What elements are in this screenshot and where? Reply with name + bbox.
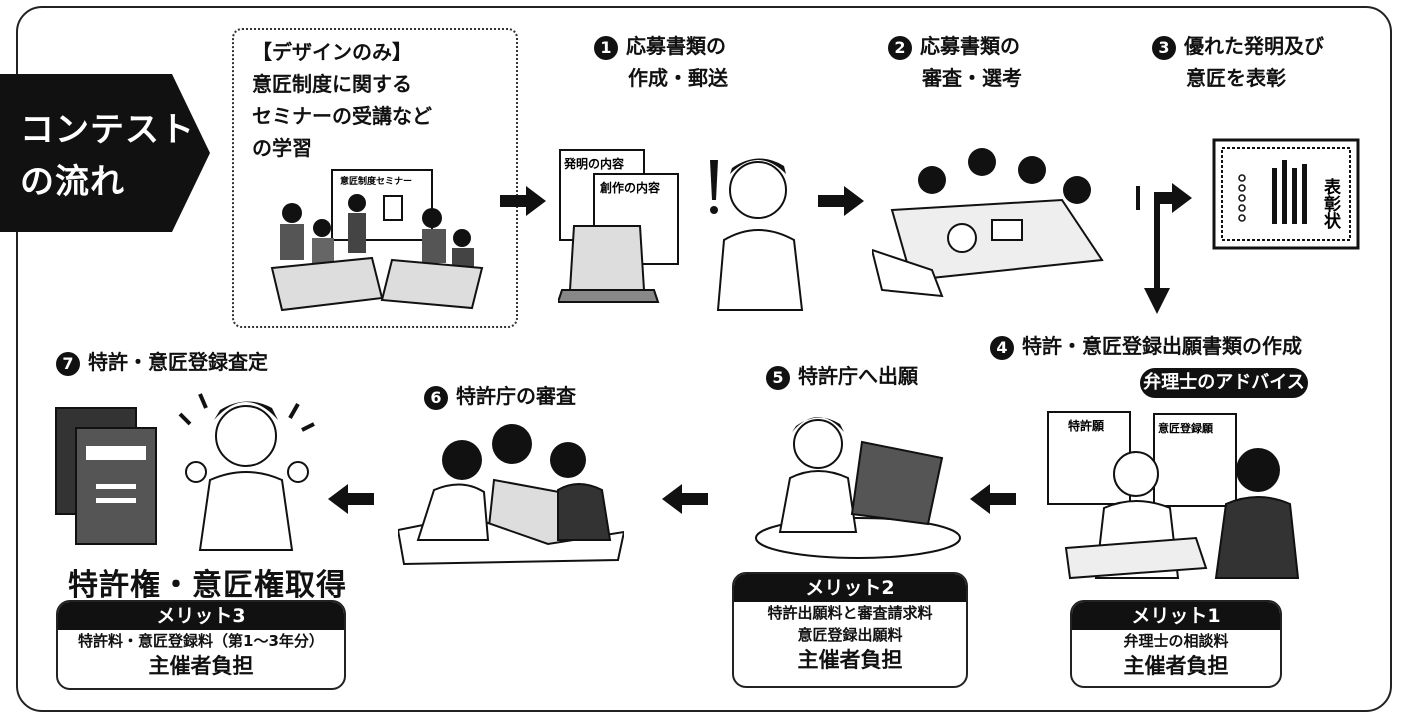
flow-label: コンテスト の流れ [20,104,195,208]
step-4-illustration: 特許願 意匠登録願 [1047,411,1300,580]
merit-3-bearer: 主催者負担 [148,654,254,678]
step-2-number: 2 [888,35,912,60]
step-2: 2 応募書類の 審査・選考 [888,30,1022,94]
arrow-left-2 [662,484,708,514]
step-1-title-line2: 作成・郵送 [628,66,728,90]
step-7: 7 特許・意匠登録査定 [56,346,268,378]
step-3-number: 3 [1152,35,1176,60]
step-5-number: 5 [766,365,790,390]
seminar-illustration: 意匠制度セミナー [270,169,484,312]
step-7-illustration [55,393,315,551]
merit-2-header: メリット2 [734,574,966,602]
doc-label-invention: 発明の内容 [563,156,624,171]
merit-1-box: メリット1 弁理士の相談料 主催者負担 [1070,600,1282,688]
merit-3-box: メリット3 特許料・意匠登録料（第1～3年分） 主催者負担 [56,600,346,690]
doc-label-design-app: 意匠登録願 [1158,421,1214,435]
award-text: 表彰状 [1320,177,1341,230]
step-1-number: 1 [594,35,618,60]
arrow-split-right-down [1136,183,1192,314]
step-6-illustration [398,424,624,566]
step-3-title-line2: 意匠を表彰 [1186,66,1286,90]
seminar-text: 【デザインのみ】 意匠制度に関する セミナーの受講など の学習 [252,40,432,160]
merit-1-bearer: 主催者負担 [1123,654,1229,678]
merit-1-header: メリット1 [1072,602,1280,630]
step-6-title: 特許庁の審査 [456,384,576,408]
doc-label-creation: 創作の内容 [599,180,660,195]
step-6-number: 6 [424,385,448,410]
step-5-title: 特許庁へ出願 [798,364,918,388]
step-5: 5 特許庁へ出願 [766,360,918,392]
merit-1-line-1: 弁理士の相談料 [1123,632,1229,650]
step-4-number: 4 [990,335,1014,360]
merit-3-header: メリット3 [58,602,344,630]
merit-3-line-1: 特許料・意匠登録料（第1～3年分） [78,632,324,650]
merit-2-line-1: 特許出願料と審査請求料 [767,604,933,622]
step-3-title-line1: 優れた発明及び [1184,34,1324,58]
step-1-title-line1: 応募書類の [626,34,726,58]
seminar-box: 【デザインのみ】 意匠制度に関する セミナーの受講など の学習 [232,28,518,328]
step-4: 4 特許・意匠登録出願書類の作成 [990,330,1302,362]
arrow-left-3 [328,484,374,514]
step-6: 6 特許庁の審査 [424,380,576,412]
step-1-illustration: 発明の内容 創作の内容 [558,149,804,311]
diagram-frame [16,6,1392,712]
flow-label-line1: コンテスト [20,110,195,150]
award-certificate: 表彰状 [1212,138,1360,250]
step-4-title: 特許・意匠登録出願書類の作成 [1022,334,1302,358]
merit-2-bearer: 主催者負担 [797,648,903,672]
step-3: 3 優れた発明及び 意匠を表彰 [1152,30,1324,94]
arrow-right-2 [818,186,864,216]
advisor-pill: 弁理士のアドバイス [1140,368,1308,398]
arrow-left-1 [970,484,1016,514]
arrow-right-1 [500,186,546,216]
step-2-title-line1: 応募書類の [920,34,1020,58]
step-2-illustration [872,148,1104,298]
flow-label-line2: の流れ [20,162,125,202]
merit-2-box: メリット2 特許出願料と審査請求料 意匠登録出願料 主催者負担 [732,572,968,688]
merit-2-line-2: 意匠登録出願料 [797,626,903,644]
final-title: 特許権・意匠権取得 [68,568,347,603]
step-2-title-line2: 審査・選考 [922,66,1022,90]
step-7-number: 7 [56,351,80,376]
step-5-illustration [755,417,961,559]
seminar-board-label: 意匠制度セミナー [340,175,412,187]
flow-label-tag [0,74,210,232]
doc-label-patent-app: 特許願 [1068,418,1105,433]
step-7-title: 特許・意匠登録査定 [88,350,268,374]
step-1: 1 応募書類の 作成・郵送 [594,30,728,94]
